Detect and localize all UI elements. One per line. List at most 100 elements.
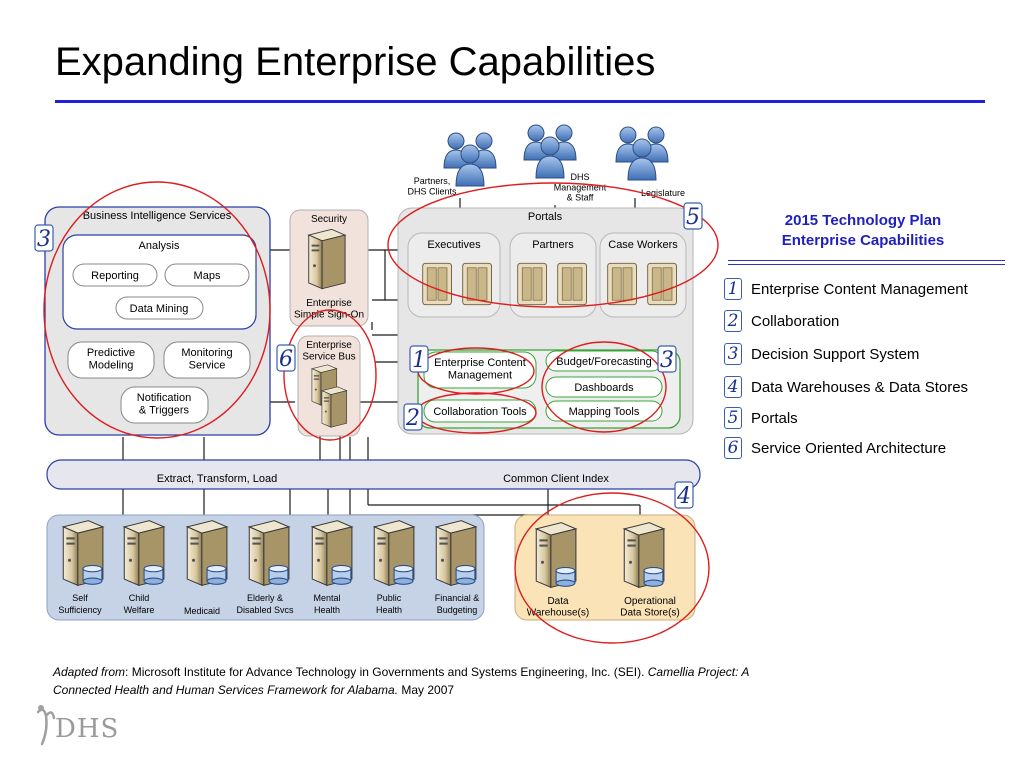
capability-item: 4 Data Warehouses & Data Stores [724, 376, 968, 398]
esb-server-icon-2 [321, 386, 348, 428]
warehouse-server-icon [536, 523, 576, 588]
footnote-adapted: Adapted from [53, 665, 126, 679]
number-marker: 2 [403, 403, 423, 431]
number-marker-label: 1 [412, 348, 426, 373]
reporting-label: Reporting [91, 270, 139, 282]
etl-label: Extract, Transform, Load [157, 473, 277, 485]
predictive-pill [67, 341, 155, 379]
data-mining-label: Data Mining [130, 303, 189, 315]
sso-server-icon [308, 228, 346, 290]
capability-number: 2 [724, 310, 742, 332]
caseworkers-rack-icon-1 [607, 262, 637, 306]
number-marker-label: 2 [405, 406, 420, 431]
source-system-label: Medicaid [184, 606, 220, 616]
mapping-pill [545, 400, 663, 422]
capability-number: 6 [724, 437, 742, 459]
caseworkers-label: Case Workers [608, 239, 678, 251]
source-system-server-icon [249, 521, 289, 586]
capability-label: Service Oriented Architecture [751, 439, 947, 457]
number-marker: 5 [683, 202, 703, 230]
capability-label: Data Warehouses & Data Stores [751, 378, 969, 396]
analysis-box [62, 234, 257, 330]
source-system-server-icon [436, 521, 476, 586]
caseworkers-rack-icon-2 [647, 262, 677, 306]
users-legislature-label: Legislature [641, 188, 685, 198]
collab-label: Collaboration Tools [433, 406, 527, 418]
notification-label: Notification& Triggers [137, 392, 191, 417]
page-title: Expanding Enterprise Capabilities [55, 40, 656, 84]
footnote-source: : Microsoft Institute for Advance Techno… [125, 665, 648, 679]
source-system-server-icon [187, 521, 227, 586]
sidebar-title-line1: 2015 Technology Plan [784, 212, 942, 229]
analysis-title: Analysis [139, 240, 180, 252]
mapping-label: Mapping Tools [569, 406, 640, 418]
number-marker: 6 [276, 344, 296, 372]
partners-rack-icon-2 [557, 262, 587, 306]
reporting-pill [72, 263, 158, 287]
legislature-users-icon [615, 126, 669, 181]
title-underline [55, 100, 985, 103]
number-marker: 1 [409, 345, 429, 373]
number-marker-label: 6 [279, 347, 293, 372]
source-system-server-icon [312, 521, 352, 586]
number-marker-label: 4 [676, 484, 691, 509]
capability-number: 4 [724, 376, 742, 398]
maps-pill [164, 263, 250, 287]
capability-label: Decision Support System [751, 345, 920, 363]
security-title: Security [311, 214, 347, 225]
maps-label: Maps [194, 270, 221, 282]
sidebar-title-line2: Enterprise Capabilities [781, 232, 945, 249]
partners-users-icon [443, 132, 497, 187]
partners-portal-label: Partners [532, 239, 574, 251]
portals-title: Portals [528, 211, 563, 223]
source-system-label: Financial &Budgeting [435, 593, 480, 615]
source-system-server-icon [124, 521, 164, 586]
partners-rack-icon-1 [517, 262, 547, 306]
executives-rack-icon-1 [422, 262, 452, 306]
bi-services-title: Business Intelligence Services [83, 210, 232, 222]
sidebar-rule-top [728, 260, 1005, 261]
etl-bar [46, 459, 701, 490]
budget-label: Budget/Forecasting [556, 356, 651, 368]
capability-label: Portals [751, 409, 798, 427]
source-system-label: Elderly &Disabled Svcs [236, 593, 294, 615]
capability-number: 3 [724, 343, 742, 365]
source-system-server-icon [63, 521, 103, 586]
cci-label: Common Client Index [503, 473, 609, 485]
dashboards-pill [545, 376, 663, 398]
dhs-logo-icon [36, 705, 56, 746]
footnote-project: Camellia Project: A Connected Health and… [53, 665, 749, 697]
capability-number: 1 [724, 278, 742, 300]
source-system-server-icon [374, 521, 414, 586]
ods-server-icon [624, 523, 664, 588]
sidebar-title: 2015 Technology Plan Enterprise Capabili… [740, 211, 986, 251]
capability-label: Collaboration [751, 312, 840, 330]
capability-item: 3 Decision Support System [724, 343, 919, 365]
footnote: Adapted from: Microsoft Institute for Ad… [53, 663, 773, 699]
number-marker: 3 [657, 345, 677, 373]
capability-item: 6 Service Oriented Architecture [724, 437, 946, 459]
users-partners-label: Partners,DHS Clients [407, 176, 457, 196]
number-marker-label: 3 [660, 348, 674, 373]
number-marker: 4 [674, 481, 694, 509]
dashboards-label: Dashboards [574, 382, 634, 394]
capability-item: 2 Collaboration [724, 310, 839, 332]
sidebar-rule-bottom [728, 264, 1005, 265]
